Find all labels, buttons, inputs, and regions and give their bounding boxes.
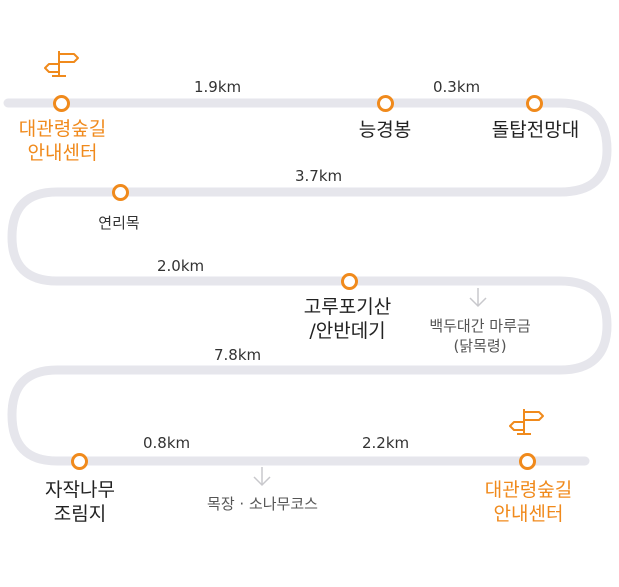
station-label-line: 대관령숲길 xyxy=(484,479,573,501)
down-arrow-icon xyxy=(253,467,271,487)
station-label-line: 자작나무 xyxy=(45,479,115,501)
distance-label: 0.8km xyxy=(143,434,191,452)
station-label-baekdu: 백두대간 마루금 (닭목령) xyxy=(410,316,550,356)
station-label-line: 고루포기산 xyxy=(303,296,392,318)
station-label-start: 대관령숲길 안내센터 xyxy=(5,117,120,165)
distance-label: 1.9km xyxy=(194,78,242,96)
signpost-icon xyxy=(509,409,544,435)
station-marker-start xyxy=(53,95,70,112)
station-label-yeonrimok: 연리목 xyxy=(98,214,140,232)
station-label-neungyeongbong: 능경봉 xyxy=(358,119,412,141)
station-label-line: 안내센터 xyxy=(493,503,564,525)
station-label-line: /안반데기 xyxy=(309,320,386,342)
station-label-line: 대관령숲길 xyxy=(18,118,107,140)
station-marker-jajak xyxy=(71,453,88,470)
down-arrow-icon xyxy=(469,288,487,308)
station-label-gorupogi: 고루포기산 /안반데기 xyxy=(290,295,405,343)
station-marker-gorupogi xyxy=(341,273,358,290)
station-label-line: 백두대간 마루금 xyxy=(429,317,531,335)
distance-label: 3.7km xyxy=(295,167,343,185)
station-marker-neungyeongbong xyxy=(377,95,394,112)
distance-label: 2.0km xyxy=(157,257,205,275)
station-label-line: 안내센터 xyxy=(27,142,98,164)
distance-label: 0.3km xyxy=(433,78,481,96)
station-label-dolttap: 돌탑전망대 xyxy=(491,119,580,141)
station-label-jajak: 자작나무 조림지 xyxy=(25,478,135,526)
station-marker-end xyxy=(519,453,536,470)
signpost-icon xyxy=(44,51,79,77)
station-label-line: 조림지 xyxy=(53,503,107,525)
station-label-line: (닭목령) xyxy=(453,337,507,355)
station-marker-yeonrimok xyxy=(112,184,129,201)
station-marker-dolttap xyxy=(526,95,543,112)
station-label-mokjang: 목장 · 소나무코스 xyxy=(207,495,318,513)
distance-label: 7.8km xyxy=(214,346,262,364)
distance-label: 2.2km xyxy=(362,434,410,452)
station-label-end: 대관령숲길 안내센터 xyxy=(471,478,586,526)
